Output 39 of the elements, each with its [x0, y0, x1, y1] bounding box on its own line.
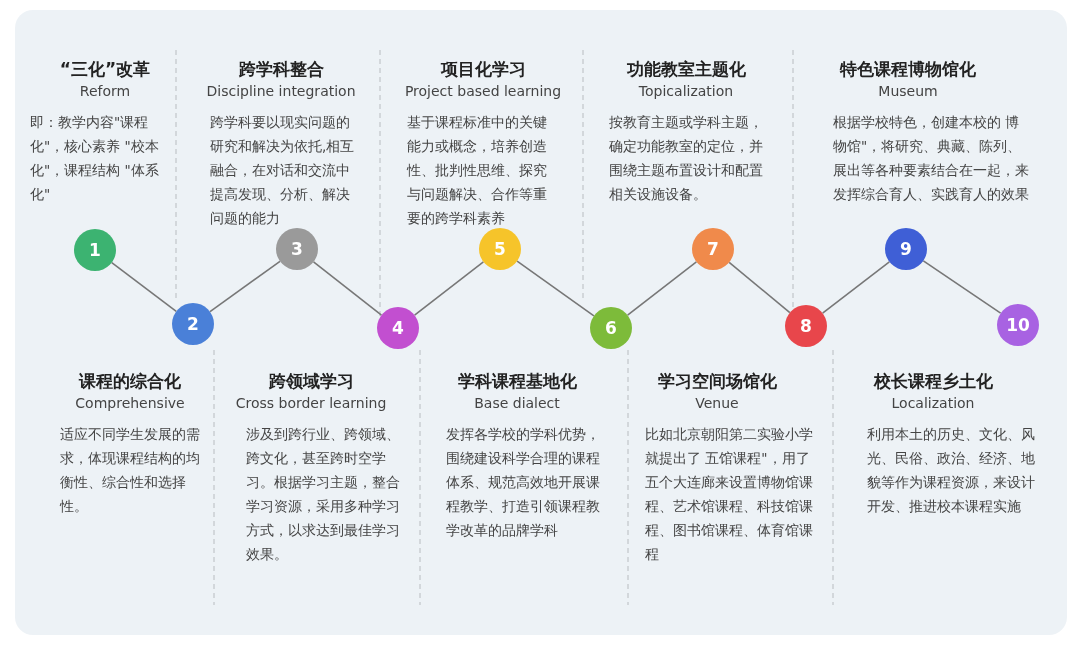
connector-line: [728, 261, 791, 314]
connector-line: [516, 260, 595, 317]
step-description: 即：教学内容"课程化"，核心素养 "校本化"，课程结构 "体系化": [30, 113, 160, 204]
english-subtitle: Localization: [891, 395, 975, 411]
step-title: 跨领域学习: [268, 370, 354, 393]
step-title: 课程的综合化: [79, 370, 181, 393]
step-description: 根据学校特色，创建本校的 博物馆"，将研究、典藏、陈列、展出等各种要素结合在一起，来发挥综合育人、实践育人的效果: [833, 113, 1030, 204]
connector-line: [209, 260, 281, 313]
english-subtitle: Cross border learning: [235, 395, 387, 411]
step-description: 跨学科要以现实问题的研究和解决为依托,相互融合，在对话和交流中提高发现、分析、解决问题的能力: [210, 113, 356, 228]
connector-line: [626, 261, 698, 316]
english-subtitle: Discipline integration: [206, 83, 356, 99]
step-title: “三化”改革: [59, 58, 151, 81]
english-subtitle: Comprehensive: [75, 395, 185, 411]
step-description: 利用本土的历史、文化、风光、民俗、政治、经济、地貌等作为课程资源，来设计开发、推进校本课程实施: [867, 425, 1035, 516]
connector-line: [922, 260, 1002, 314]
step-description: 比如北京朝阳第二实验小学就提出了 五馆课程"，用了五个大连廊来设置博物馆课程、艺术馆课程、科技馆课程、图书馆课程、体育馆课程: [645, 425, 813, 564]
step-description: 适应不同学生发展的需求，体现课程结构的均衡性、综合性和选择性。: [60, 425, 201, 516]
english-subtitle: Reform: [79, 83, 131, 99]
step-title: 学科课程基地化: [457, 370, 577, 393]
english-subtitle: Project based learning: [404, 83, 562, 99]
step-title: 校长课程乡土化: [873, 370, 993, 393]
english-subtitle: Topicalization: [638, 83, 734, 99]
step-description: 按教育主题或学科主题，确定功能教室的定位，并围绕主题布置设计和配置相关设施设备。: [609, 113, 764, 204]
english-subtitle: Base dialect: [474, 395, 560, 411]
english-subtitle: Venue: [695, 395, 739, 411]
connector-line: [312, 261, 383, 316]
step-title: 特色课程博物馆化: [840, 58, 976, 81]
connector-line: [821, 261, 891, 314]
step-description: 发挥各学校的学科优势，围绕建设科学合理的课程体系、规范高效地开展课程教学、打造引领课程教学改革的品牌学科: [446, 425, 601, 540]
connector-line: [110, 261, 178, 313]
english-subtitle: Museum: [878, 83, 938, 99]
step-title: 学习空间场馆化: [657, 370, 777, 393]
step-description: 基于课程标准中的关键能力或概念，培养创造性、批判性思维、探究与问题解决、合作等重要的跨学科素养: [407, 113, 548, 228]
step-title: 功能教室主题化: [626, 58, 746, 81]
step-description: 涉及到跨行业、跨领域、跨文化，甚至跨时空学习。根据学习主题，整合学习资源，采用多种学习方式，以求达到最佳学习效果。: [246, 425, 401, 564]
connector-line: [413, 261, 485, 316]
step-title: 跨学科整合: [238, 58, 324, 81]
step-title: 项目化学习: [440, 58, 526, 81]
